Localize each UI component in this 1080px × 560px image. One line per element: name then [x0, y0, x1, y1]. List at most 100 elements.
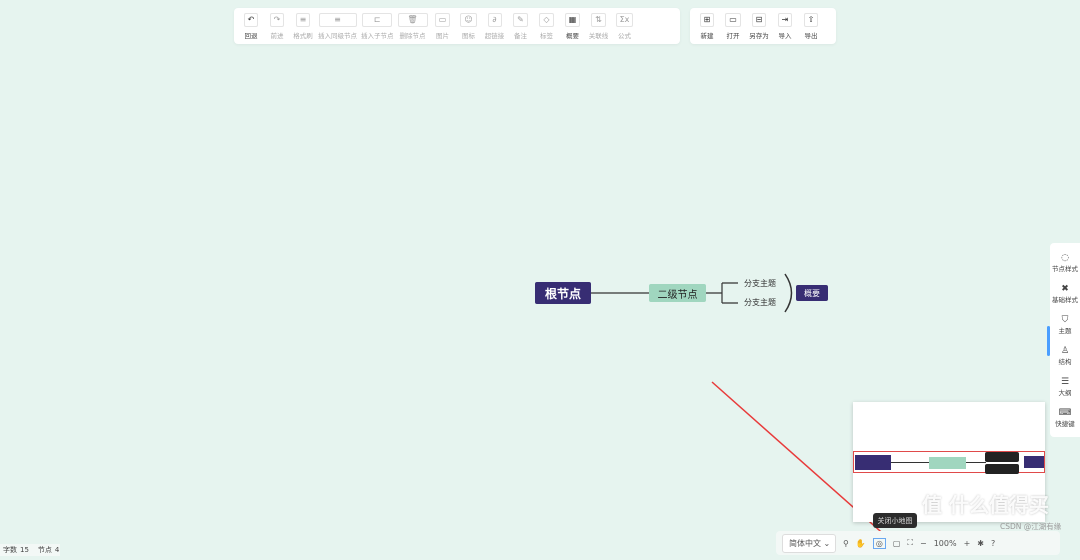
second-level-node[interactable]: 二级节点 — [649, 284, 706, 302]
button-label: 大纲 — [1058, 388, 1072, 397]
redo-icon: ↷ — [269, 12, 285, 27]
zoom-level: 100% — [933, 538, 957, 548]
new-file-icon: ⊞ — [699, 12, 715, 27]
button-label: 基础样式 — [1052, 295, 1078, 304]
export-icon: ⇧ — [803, 12, 819, 27]
theme-icon[interactable]: ✱ — [977, 538, 984, 548]
export-button[interactable]: ⇧ 导出 — [800, 12, 822, 40]
button-label: 导出 — [804, 31, 818, 40]
minimap-branch — [985, 452, 1019, 462]
help-icon[interactable]: ? — [990, 538, 996, 548]
node-count-label: 节点 — [37, 546, 52, 554]
base-style-button[interactable]: ✖基础样式 — [1052, 284, 1078, 304]
keyboard-button[interactable]: ⌨快捷键 — [1055, 408, 1075, 428]
theme-shirt-icon: ⛉ — [1061, 314, 1069, 325]
button-label: 图标 — [462, 31, 475, 40]
button-label: 备注 — [514, 31, 527, 40]
node-style-icon: ◌ — [1061, 252, 1069, 263]
save-as-button[interactable]: ⊟ 另存为 — [748, 12, 770, 40]
minimap-branch — [985, 464, 1019, 474]
format-painter-button[interactable]: ≡格式刷 — [292, 12, 314, 40]
button-label: 超链接 — [484, 31, 505, 40]
delete-button[interactable]: 🗑删除节点 — [397, 12, 428, 40]
minimap-root — [855, 455, 891, 470]
formula-button[interactable]: Σx 公式 — [614, 12, 636, 40]
sidebar-active-indicator — [1047, 326, 1050, 356]
insert-child-button[interactable]: ⊏ 插入子节点 — [361, 12, 394, 40]
button-label: 主题 — [1058, 326, 1072, 335]
insert-sibling-button[interactable]: ≡ 插入同级节点 — [318, 12, 357, 40]
structure-button[interactable]: ♙结构 — [1059, 346, 1072, 366]
button-label: 打开 — [726, 31, 740, 40]
summary-node[interactable]: 概要 — [796, 285, 828, 301]
language-select[interactable]: 简体中文 ⌄ — [782, 533, 836, 553]
folder-open-icon: ▭ — [725, 12, 741, 27]
theme-shirt-button[interactable]: ⛉主题 — [1059, 315, 1072, 335]
hand-drag-icon[interactable]: ✋ — [855, 538, 866, 548]
tooltip: 关闭小地图 — [873, 513, 917, 528]
button-label: 公式 — [618, 31, 631, 40]
search-icon[interactable]: ⚲ — [843, 538, 849, 548]
branch-node[interactable]: 分支主题 — [744, 279, 776, 288]
minimap-viewport[interactable] — [853, 451, 1045, 473]
language-value: 简体中文 — [789, 538, 821, 548]
button-label: 前进 — [270, 31, 284, 40]
zoom-in-icon[interactable]: + — [963, 538, 971, 548]
undo-icon: ↶ — [243, 12, 259, 27]
button-label: 删除节点 — [399, 31, 426, 40]
bottom-toolbar: 简体中文 ⌄ ⚲ ✋ ◎ ▢ ⛶ − 100% + ✱ ? — [776, 531, 1060, 555]
button-label: 新建 — [700, 31, 714, 40]
link-icon: ∂ — [487, 12, 502, 27]
minimap-line — [966, 462, 986, 463]
insert-sibling-icon: ≡ — [318, 12, 357, 27]
zoom-out-icon[interactable]: − — [919, 538, 927, 548]
node-style-button[interactable]: ◌节点样式 — [1052, 253, 1078, 273]
emoji-icon: ☺ — [460, 12, 477, 27]
button-label: 插入子节点 — [361, 31, 394, 40]
outline-button[interactable]: ☰大纲 — [1059, 377, 1072, 397]
emoji-button[interactable]: ☺ 图标 — [458, 12, 480, 40]
link-button[interactable]: ∂ 超链接 — [484, 12, 506, 40]
button-label: 概要 — [566, 31, 579, 40]
redo-button[interactable]: ↷ 前进 — [266, 12, 288, 40]
minimap[interactable] — [853, 402, 1045, 522]
minimap-toggle-icon[interactable]: ◎ — [872, 537, 886, 549]
base-style-icon: ✖ — [1061, 283, 1069, 294]
image-button[interactable]: ▭ 图片 — [432, 12, 454, 40]
folder-open-button[interactable]: ▭ 打开 — [722, 12, 744, 40]
import-button[interactable]: ⇥导入 — [774, 12, 796, 40]
image-icon: ▭ — [434, 12, 451, 27]
button-label: 插入同级节点 — [318, 31, 357, 40]
button-label: 图片 — [436, 31, 449, 40]
minimap-second — [929, 457, 966, 469]
tag-button[interactable]: ◇ 标签 — [536, 12, 558, 40]
button-label: 另存为 — [749, 31, 769, 40]
tag-icon: ◇ — [539, 12, 554, 27]
button-label: 快捷键 — [1055, 419, 1075, 428]
new-file-button[interactable]: ⊞ 新建 — [696, 12, 718, 40]
formula-icon: Σx — [615, 12, 634, 27]
minimap-line — [891, 462, 929, 463]
fullscreen-icon[interactable]: ⛶ — [907, 538, 913, 547]
note-button[interactable]: ✎备注 — [510, 12, 532, 40]
fit-screen-icon[interactable]: ▢ — [892, 538, 901, 548]
root-node[interactable]: 根节点 — [535, 282, 591, 304]
right-sidebar: ◌节点样式 ✖基础样式 ⛉主题 ♙结构 ☰大纲 ⌨快捷键 — [1050, 243, 1080, 437]
branch-node[interactable]: 分支主题 — [744, 298, 776, 307]
button-label: 关联线 — [588, 31, 609, 40]
edit-toolbar: ↶ 回退 ↷ 前进 ≡格式刷 ≡ 插入同级节点 ⊏ 插入子节点🗑删除节点 ▭ 图片 ☺ 图标 ∂ 超链接 ✎备… — [234, 8, 680, 44]
outline-icon: ☰ — [1060, 376, 1070, 387]
summary-button[interactable]: ▦概要 — [562, 12, 584, 40]
keyboard-icon: ⌨ — [1058, 407, 1072, 418]
word-count: 15 — [20, 546, 29, 554]
association-line-button[interactable]: ⇅关联线 — [588, 12, 610, 40]
button-label: 标签 — [540, 31, 553, 40]
undo-button[interactable]: ↶ 回退 — [240, 12, 262, 40]
button-label: 回退 — [244, 31, 258, 40]
insert-child-icon: ⊏ — [362, 12, 393, 27]
node-count: 4 — [54, 546, 60, 554]
word-count-label: 字数 — [3, 546, 17, 554]
structure-icon: ♙ — [1060, 345, 1070, 356]
save-as-icon: ⊟ — [751, 12, 767, 27]
